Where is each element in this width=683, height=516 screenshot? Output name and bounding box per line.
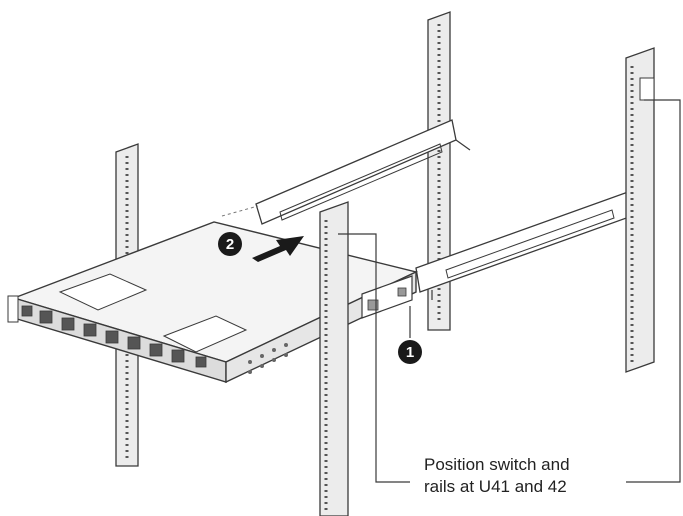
push-direction-arrow [252,236,304,262]
step-1-number: 1 [406,344,414,361]
position-note-line-1: Position switch and [424,455,570,474]
position-note-line-2: rails at U41 and 42 [424,477,567,496]
network-switch [7,221,419,384]
front-right-rack-post [625,47,655,373]
position-note: Position switch and rails at U41 and 42 [424,455,570,496]
upper-mounting-rail [221,119,471,225]
switch-port-modules [21,305,207,368]
step-2-badge: 2 [218,232,242,256]
front-left-rack-post [319,201,349,516]
side-vent-holes [248,343,288,374]
step-1-badge: 1 [398,306,422,364]
step-2-number: 2 [226,236,234,253]
position-leader-lines [338,99,681,483]
rear-center-rack-post [427,11,451,331]
